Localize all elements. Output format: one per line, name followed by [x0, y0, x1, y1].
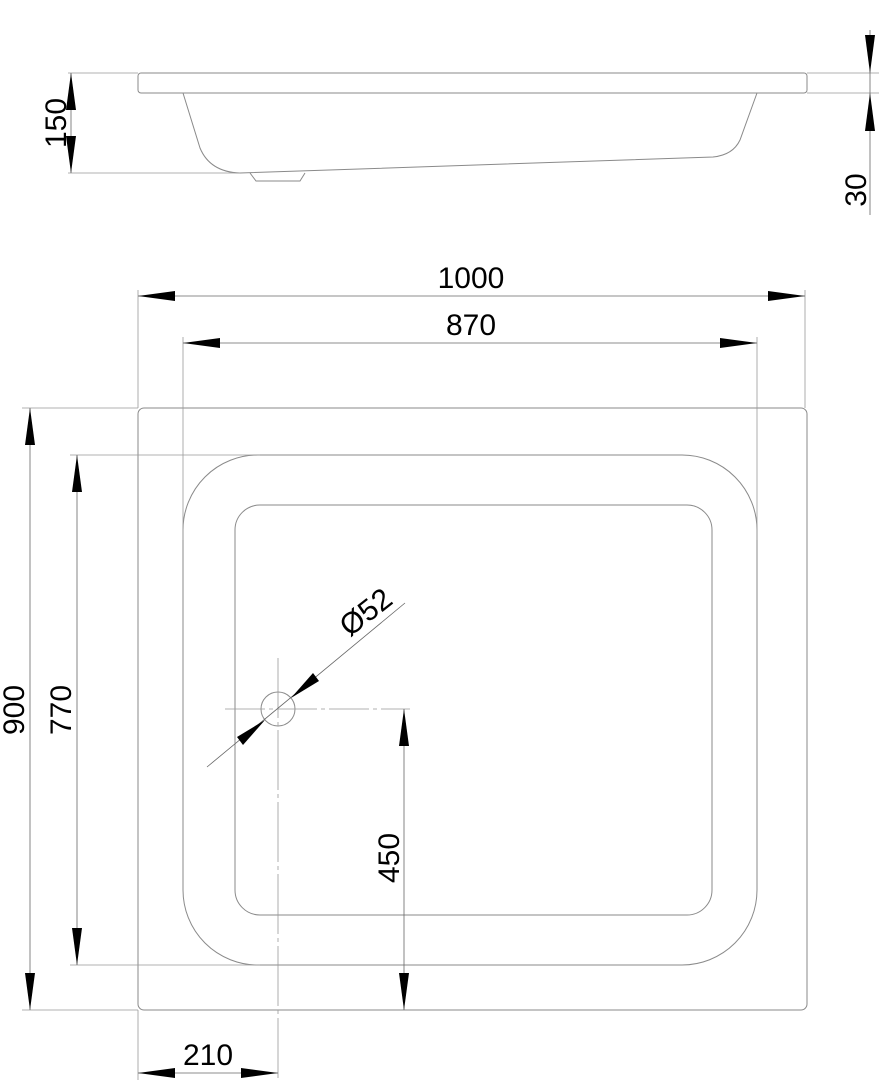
drain-outlet-profile	[249, 172, 306, 182]
rim-dimension-label: 30	[840, 173, 873, 206]
basin-profile	[182, 92, 758, 174]
tray-outline	[137, 407, 808, 1011]
basin-outline	[182, 454, 758, 966]
side-profile: 150 30	[40, 30, 879, 215]
basin-floor-outline	[234, 504, 713, 916]
plan-view: 1000 870 900 770 Ø52 450	[0, 262, 808, 1080]
width-inner-label: 870	[446, 309, 496, 342]
drain-diameter-label: Ø52	[334, 582, 399, 643]
drain-x-offset-label: 210	[183, 1039, 233, 1072]
height-dimension-label: 150	[40, 98, 73, 148]
tray-rim-profile	[137, 72, 808, 94]
drain-y-offset-label: 450	[373, 833, 406, 883]
width-outer-label: 1000	[438, 262, 505, 295]
depth-inner-label: 770	[45, 685, 78, 735]
depth-outer-label: 900	[0, 685, 31, 735]
